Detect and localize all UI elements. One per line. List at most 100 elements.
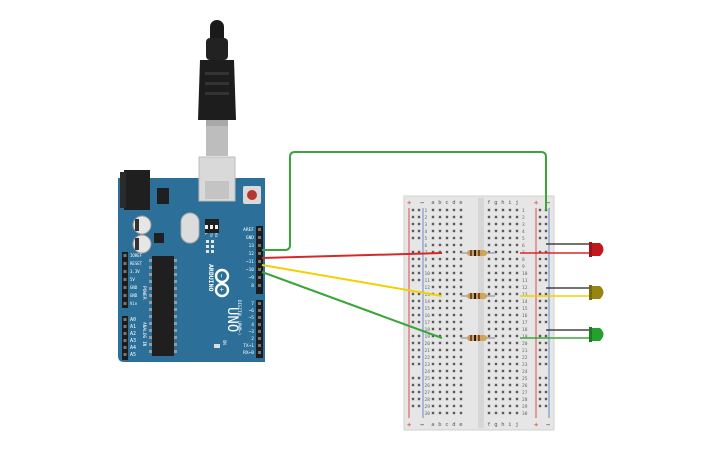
breadboard-hole[interactable] — [445, 292, 449, 296]
breadboard-hole[interactable] — [452, 376, 456, 380]
rail-hole[interactable] — [544, 404, 548, 408]
breadboard-hole[interactable] — [515, 229, 519, 233]
breadboard-hole[interactable] — [445, 397, 449, 401]
breadboard-hole[interactable] — [515, 341, 519, 345]
breadboard-hole[interactable] — [459, 334, 463, 338]
breadboard-hole[interactable] — [515, 264, 519, 268]
breadboard-hole[interactable] — [459, 348, 463, 352]
breadboard-hole[interactable] — [438, 341, 442, 345]
breadboard-hole[interactable] — [452, 348, 456, 352]
breadboard-hole[interactable] — [459, 313, 463, 317]
breadboard-hole[interactable] — [459, 404, 463, 408]
rail-hole[interactable] — [417, 299, 421, 303]
breadboard-hole[interactable] — [508, 243, 512, 247]
breadboard-hole[interactable] — [459, 222, 463, 226]
header-pin[interactable] — [258, 344, 261, 347]
header-pin[interactable] — [258, 236, 261, 239]
rail-hole[interactable] — [544, 292, 548, 296]
breadboard-hole[interactable] — [501, 355, 505, 359]
breadboard-hole[interactable] — [487, 369, 491, 373]
breadboard-hole[interactable] — [515, 222, 519, 226]
breadboard-hole[interactable] — [452, 222, 456, 226]
breadboard-hole[interactable] — [501, 404, 505, 408]
breadboard-hole[interactable] — [445, 215, 449, 219]
breadboard-hole[interactable] — [459, 299, 463, 303]
breadboard-hole[interactable] — [459, 243, 463, 247]
rail-hole[interactable] — [411, 229, 415, 233]
breadboard-hole[interactable] — [501, 362, 505, 366]
breadboard-hole[interactable] — [459, 215, 463, 219]
breadboard-hole[interactable] — [438, 222, 442, 226]
rail-hole[interactable] — [417, 355, 421, 359]
breadboard-hole[interactable] — [459, 383, 463, 387]
leds[interactable] — [546, 242, 604, 342]
breadboard-hole[interactable] — [445, 327, 449, 331]
breadboard-hole[interactable] — [487, 334, 491, 338]
rail-hole[interactable] — [538, 264, 542, 268]
breadboard-hole[interactable] — [508, 369, 512, 373]
breadboard-hole[interactable] — [445, 299, 449, 303]
breadboard-hole[interactable] — [431, 376, 435, 380]
breadboard-hole[interactable] — [452, 250, 456, 254]
rail-hole[interactable] — [417, 404, 421, 408]
rail-hole[interactable] — [538, 313, 542, 317]
rail-hole[interactable] — [411, 390, 415, 394]
breadboard-hole[interactable] — [431, 404, 435, 408]
rail-hole[interactable] — [544, 306, 548, 310]
breadboard-hole[interactable] — [494, 215, 498, 219]
breadboard-hole[interactable] — [438, 376, 442, 380]
breadboard-hole[interactable] — [494, 320, 498, 324]
breadboard-hole[interactable] — [508, 208, 512, 212]
breadboard-hole[interactable] — [431, 222, 435, 226]
breadboard-hole[interactable] — [487, 306, 491, 310]
breadboard-hole[interactable] — [515, 243, 519, 247]
breadboard-hole[interactable] — [501, 411, 505, 415]
breadboard-hole[interactable] — [508, 376, 512, 380]
breadboard-hole[interactable] — [431, 362, 435, 366]
breadboard-hole[interactable] — [508, 313, 512, 317]
breadboard-hole[interactable] — [431, 257, 435, 261]
breadboard-hole[interactable] — [494, 376, 498, 380]
breadboard-hole[interactable] — [501, 278, 505, 282]
rail-hole[interactable] — [544, 376, 548, 380]
breadboard-hole[interactable] — [431, 390, 435, 394]
breadboard-hole[interactable] — [494, 355, 498, 359]
breadboard-hole[interactable] — [438, 278, 442, 282]
breadboard-hole[interactable] — [508, 264, 512, 268]
rail-hole[interactable] — [417, 278, 421, 282]
breadboard-hole[interactable] — [438, 271, 442, 275]
breadboard-hole[interactable] — [501, 369, 505, 373]
breadboard-hole[interactable] — [494, 243, 498, 247]
rail-hole[interactable] — [411, 404, 415, 408]
breadboard-hole[interactable] — [459, 369, 463, 373]
breadboard-hole[interactable] — [501, 271, 505, 275]
breadboard-hole[interactable] — [431, 355, 435, 359]
wire-gnd[interactable] — [262, 151, 547, 251]
resistor-2[interactable] — [461, 293, 495, 299]
breadboard-hole[interactable] — [452, 264, 456, 268]
breadboard-hole[interactable] — [459, 390, 463, 394]
header-pin[interactable] — [258, 337, 261, 340]
header-pin[interactable] — [123, 262, 127, 265]
led-yellow[interactable] — [546, 285, 604, 300]
breadboard-hole[interactable] — [452, 278, 456, 282]
breadboard-hole[interactable] — [501, 236, 505, 240]
rail-hole[interactable] — [538, 334, 542, 338]
rail-hole[interactable] — [544, 383, 548, 387]
breadboard-hole[interactable] — [501, 292, 505, 296]
breadboard-hole[interactable] — [508, 397, 512, 401]
breadboard-hole[interactable] — [515, 208, 519, 212]
rail-hole[interactable] — [544, 222, 548, 226]
breadboard-hole[interactable] — [459, 292, 463, 296]
breadboard-hole[interactable] — [459, 341, 463, 345]
header-pin[interactable] — [123, 294, 127, 297]
breadboard-hole[interactable] — [452, 215, 456, 219]
breadboard-hole[interactable] — [515, 257, 519, 261]
rail-hole[interactable] — [544, 348, 548, 352]
breadboard-hole[interactable] — [494, 229, 498, 233]
breadboard-hole[interactable] — [445, 404, 449, 408]
breadboard-hole[interactable] — [431, 236, 435, 240]
rail-hole[interactable] — [411, 320, 415, 324]
led-red[interactable] — [546, 242, 604, 257]
breadboard-hole[interactable] — [487, 271, 491, 275]
